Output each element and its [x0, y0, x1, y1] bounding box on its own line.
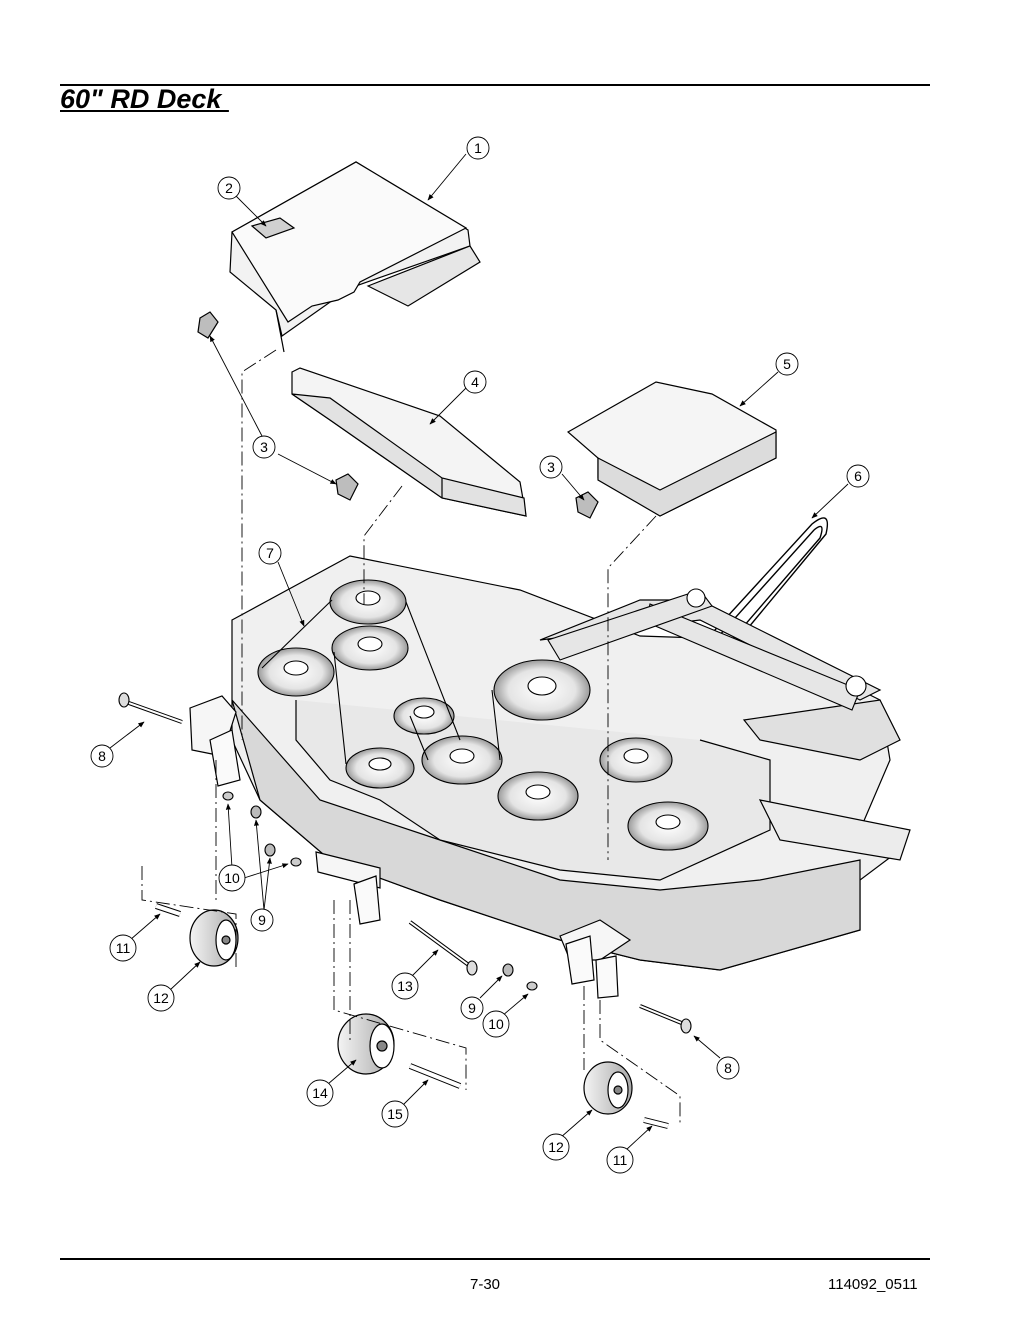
- callout-6: 6: [846, 464, 870, 488]
- callout-11: 11: [606, 1146, 634, 1174]
- svg-text:11: 11: [116, 940, 131, 956]
- callout-4: 4: [463, 370, 487, 394]
- svg-text:2: 2: [225, 180, 233, 196]
- svg-text:4: 4: [471, 374, 479, 390]
- belt-cover-center: [291, 367, 527, 517]
- svg-text:1: 1: [474, 140, 482, 156]
- svg-text:12: 12: [153, 990, 169, 1006]
- callout-10: 10: [218, 864, 246, 892]
- callout-3: 3: [539, 455, 563, 479]
- svg-text:3: 3: [260, 439, 268, 455]
- callout-leaders: [109, 153, 849, 1151]
- footer-rule: [60, 1258, 930, 1260]
- callout-5: 5: [775, 352, 799, 376]
- hardware: [118, 692, 692, 1129]
- belt-cover-right: [566, 381, 777, 519]
- svg-text:6: 6: [854, 468, 862, 484]
- callout-10: 10: [482, 1010, 510, 1038]
- callout-3: 3: [252, 435, 276, 459]
- svg-text:13: 13: [397, 978, 413, 994]
- callout-14: 14: [306, 1079, 334, 1107]
- callout-7: 7: [258, 541, 282, 565]
- callout-12: 12: [147, 984, 175, 1012]
- svg-text:9: 9: [258, 912, 266, 928]
- svg-text:9: 9: [468, 1000, 476, 1016]
- document-code: 114092_0511: [828, 1276, 918, 1293]
- callout-11: 11: [109, 934, 137, 962]
- callout-2: 2: [217, 176, 241, 200]
- header-rule: [60, 84, 930, 86]
- drive-belt: [595, 517, 829, 781]
- svg-text:10: 10: [488, 1016, 504, 1032]
- page-title: 60" RD Deck: [60, 84, 229, 114]
- svg-text:8: 8: [724, 1060, 732, 1076]
- callout-15: 15: [381, 1100, 409, 1128]
- callout-9: 9: [250, 908, 274, 932]
- svg-text:5: 5: [783, 356, 791, 372]
- callout-13: 13: [391, 972, 419, 1000]
- svg-text:12: 12: [548, 1139, 564, 1155]
- gauge-wheels: [189, 909, 633, 1115]
- callout-12: 12: [542, 1133, 570, 1161]
- page-number: 7-30: [470, 1276, 501, 1293]
- belt-cover-top: [197, 161, 481, 353]
- callout-8: 8: [716, 1056, 740, 1080]
- svg-text:3: 3: [547, 459, 555, 475]
- assembly-lines: [141, 349, 681, 1124]
- svg-text:14: 14: [312, 1085, 328, 1101]
- callout-9: 9: [460, 996, 484, 1020]
- svg-text:10: 10: [224, 870, 240, 886]
- spindle-pulleys: [257, 579, 867, 851]
- callout-1: 1: [466, 136, 490, 160]
- svg-text:8: 8: [98, 748, 106, 764]
- callout-8: 8: [90, 744, 114, 768]
- svg-text:15: 15: [387, 1106, 403, 1122]
- svg-text:7: 7: [266, 545, 274, 561]
- svg-text:11: 11: [613, 1152, 628, 1168]
- callout-bubbles: 1 2 3 4 5 3 6 7 8 10 9 11 12 13 9 10 8 1…: [90, 136, 870, 1174]
